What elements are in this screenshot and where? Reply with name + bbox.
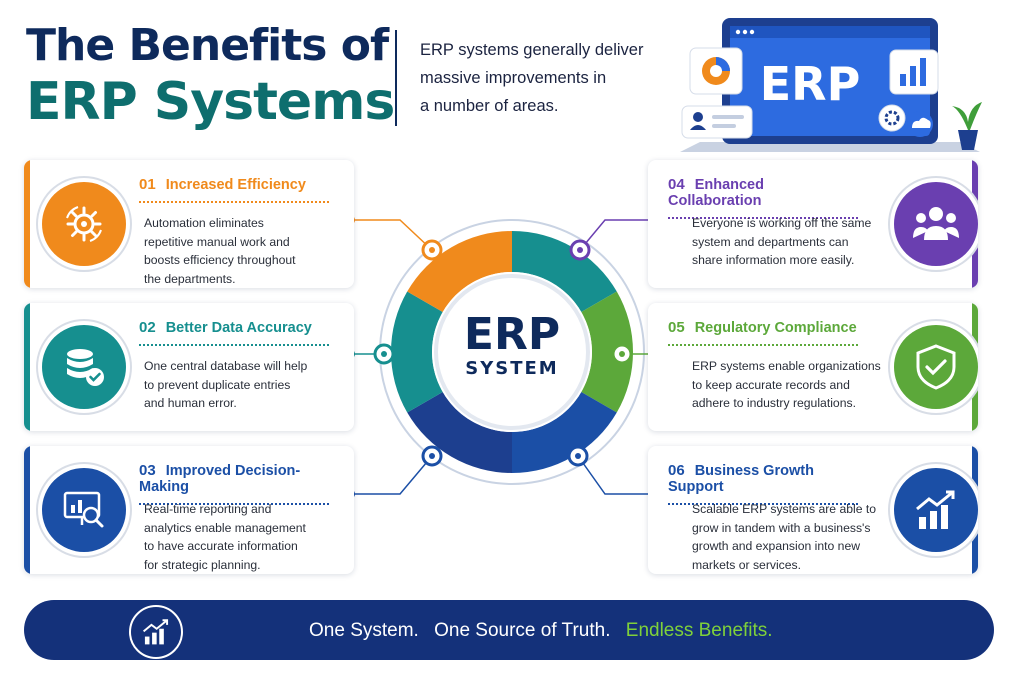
ring-segment-navy-bottom (407, 392, 512, 473)
banner-tagline: One System. One Source of Truth. Endless… (309, 620, 773, 642)
card-accent-bar (24, 303, 30, 431)
card-accent-bar (24, 446, 30, 574)
card-title: Increased Efficiency (165, 177, 306, 193)
banner-part3: Endless Benefits. (625, 620, 773, 641)
hero-erp-text: ERP (760, 57, 861, 111)
page-title-line1: The Benefits of (26, 20, 389, 71)
card-heading: 01 Increased Efficiency (139, 176, 329, 203)
card-heading: 05 Regulatory Compliance (668, 319, 858, 346)
card-description: Scalable ERP systems are able to grow in… (692, 502, 877, 572)
connector-ring-node-3 (421, 445, 443, 467)
team-icon (894, 182, 978, 266)
card-number: 03 (139, 462, 156, 479)
card-number: 05 (668, 319, 685, 336)
card-number: 06 (668, 462, 685, 479)
cloud-icon (907, 111, 933, 137)
center-subtitle: SYSTEM (465, 358, 559, 379)
connector-ring-node-center-3 (429, 453, 435, 459)
connector-ring-node-center-6 (575, 453, 581, 459)
card-title: Improved Decision-Making (139, 463, 301, 495)
ring-segment-teal-left (391, 291, 443, 413)
growth-chart-icon (894, 468, 978, 552)
connector-ring-node-5 (611, 343, 633, 365)
connector-ring-node-6 (567, 445, 589, 467)
banner-part2: One Source of Truth. (434, 620, 611, 641)
ring-segment-orange (407, 231, 512, 312)
gear-badge-icon (878, 104, 906, 132)
connector-ring-node-center-2 (381, 351, 387, 357)
ring-segment-green (581, 291, 633, 413)
card-title: Business Growth Support (668, 463, 814, 495)
card-description: One central database will help to preven… (144, 359, 308, 410)
card-description: Everyone is working off the same system … (692, 216, 872, 267)
intro-line3: a number of areas. (420, 97, 559, 115)
connector-line-6 (577, 455, 655, 495)
connector-ring-node-1 (421, 239, 443, 261)
user-card-icon (681, 105, 753, 139)
card-number: 02 (139, 319, 156, 336)
erp-laptop-illustration: ERP (680, 18, 982, 152)
page-title-line2: ERP Systems (26, 72, 395, 132)
connector-ring-node-2 (373, 343, 395, 365)
connector-ring-node-center-1 (429, 247, 435, 253)
card-accent-bar (24, 160, 30, 288)
connector-line-4 (579, 219, 655, 251)
card-number: 04 (668, 176, 685, 193)
bar-chart-card-icon (889, 49, 939, 95)
page-title: The Benefits of ERP Systems (26, 18, 395, 132)
card-description: Automation eliminates repetitive manual … (144, 216, 296, 286)
connector-ring-node-center-4 (577, 247, 583, 253)
plant-icon (952, 102, 982, 150)
database-check-icon (42, 325, 126, 409)
card-description: ERP systems enable organizations to keep… (692, 359, 881, 410)
gear-cycle-icon (42, 182, 126, 266)
card-heading: 02 Better Data Accuracy (139, 319, 329, 346)
growth-chart-icon (129, 605, 183, 659)
benefit-card-05: 05 Regulatory Compliance ERP systems enab… (648, 303, 978, 431)
connector-ring-node-center-5 (619, 351, 625, 357)
center-title: ERP (463, 309, 561, 360)
banner-part1: One System. (309, 620, 419, 641)
card-title: Better Data Accuracy (165, 320, 312, 336)
connector-ring-node-4 (569, 239, 591, 261)
title-divider (395, 30, 397, 126)
card-description: Real-time reporting and analytics enable… (144, 502, 306, 572)
ring-segment-blue-lower-right (512, 392, 617, 473)
footer-banner: One System. One Source of Truth. Endless… (24, 600, 994, 660)
card-number: 01 (139, 176, 156, 193)
analytics-board-icon (42, 468, 126, 552)
connector-line-3 (350, 455, 433, 495)
connector-line-1 (350, 219, 433, 251)
benefit-card-02: 02 Better Data Accuracy One central datab… (24, 303, 354, 431)
ring-segment-teal-top (512, 231, 617, 312)
intro-line1: ERP systems generally deliver (420, 41, 644, 59)
card-title: Enhanced Collaboration (668, 177, 764, 209)
card-title: Regulatory Compliance (694, 320, 857, 336)
center-label: ERP SYSTEM (437, 309, 587, 380)
benefit-card-01: 01 Increased Efficiency Automation elimin… (24, 160, 354, 288)
intro-line2: massive improvements in (420, 69, 607, 87)
intro-text: ERP systems generally deliver massive im… (420, 36, 660, 120)
pie-chart-card-icon (689, 47, 743, 95)
shield-check-icon (894, 325, 978, 409)
